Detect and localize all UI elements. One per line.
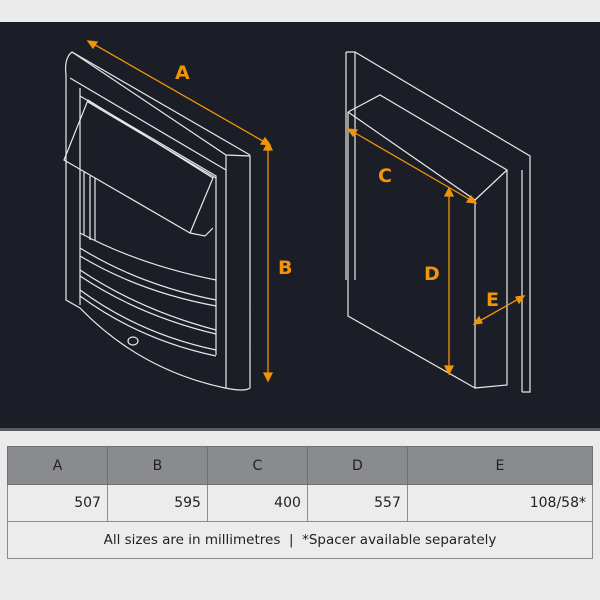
- fire-front-drawing: [63, 51, 251, 391]
- label-c: C: [378, 165, 392, 187]
- header-d: D: [306, 446, 408, 485]
- dimensions-table: A B C D E 507 595 400 557 108/58* All si…: [7, 446, 594, 559]
- value-a: 507: [7, 484, 108, 522]
- header-c: C: [206, 446, 308, 485]
- table-note: All sizes are in millimetres | *Spacer a…: [7, 521, 593, 559]
- table-row: 507 595 400 557 108/58*: [7, 484, 594, 522]
- label-b: B: [278, 257, 292, 279]
- table-note-row: All sizes are in millimetres | *Spacer a…: [7, 521, 593, 559]
- value-c: 400: [206, 484, 308, 522]
- fire-dimension-diagram: A B C D E: [63, 40, 531, 393]
- label-d: D: [424, 263, 440, 285]
- value-d: 557: [306, 484, 408, 522]
- value-b: 595: [106, 484, 208, 522]
- diagram-panel: A B C D E: [0, 22, 600, 431]
- header-b: B: [106, 446, 208, 485]
- header-e: E: [406, 446, 594, 485]
- dimension-arrows: [86, 40, 526, 383]
- header-a: A: [7, 446, 108, 485]
- label-e: E: [486, 289, 499, 311]
- fire-side-drawing: [345, 51, 531, 393]
- table-header-row: A B C D E: [7, 446, 594, 485]
- value-e: 108/58*: [406, 484, 594, 522]
- label-a: A: [175, 62, 190, 84]
